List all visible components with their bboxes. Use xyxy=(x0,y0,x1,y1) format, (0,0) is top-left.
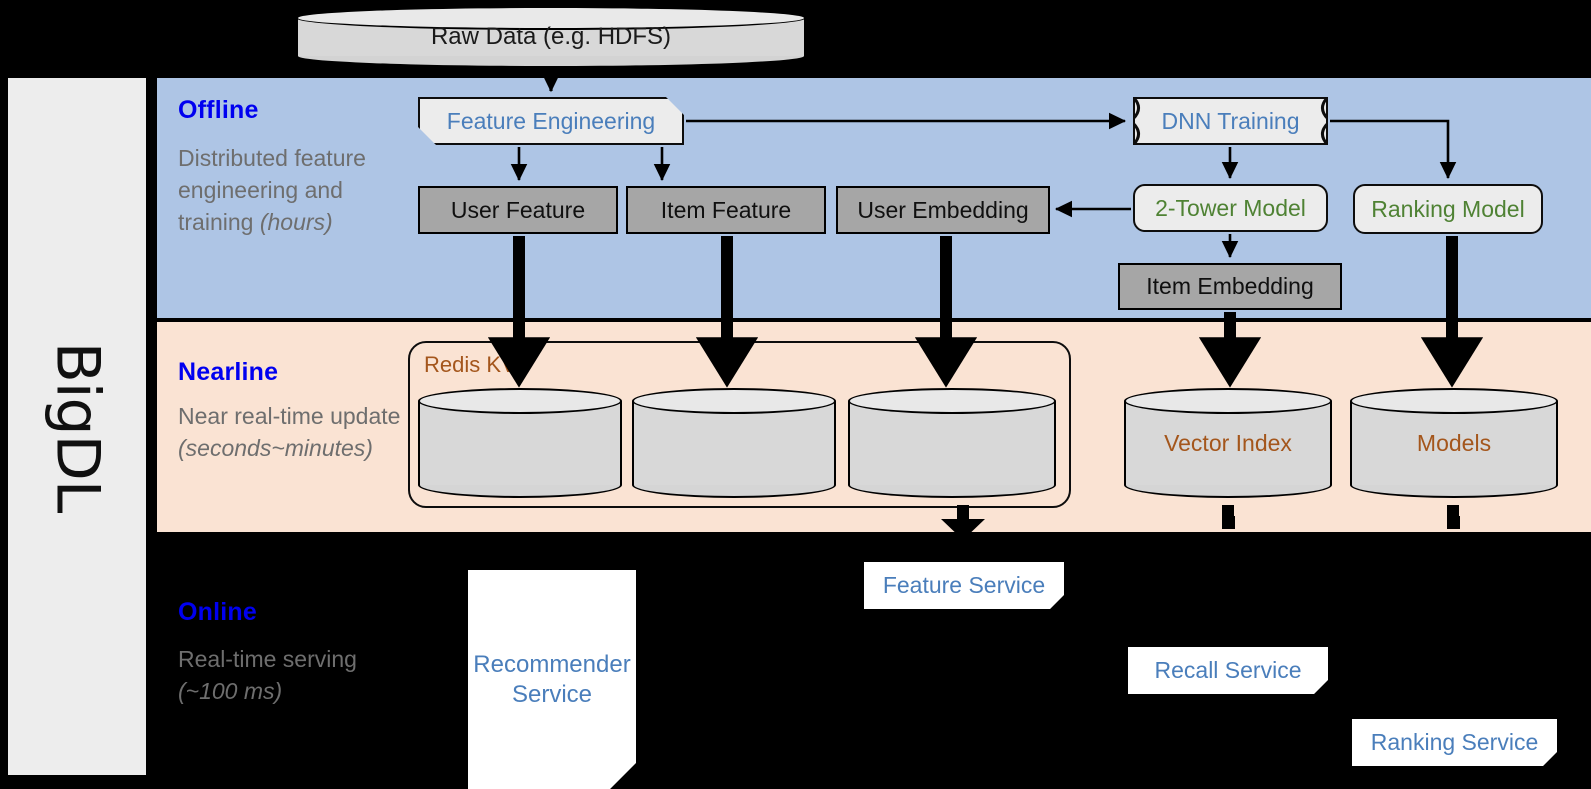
service-recommender-label: Recommender Service xyxy=(473,650,631,708)
raw-data-label-wrap: Raw Data (e.g. HDFS) xyxy=(296,18,806,56)
section-title-offline: Offline xyxy=(178,96,259,124)
cylinder-top xyxy=(848,388,1056,414)
store-label-wrap xyxy=(418,401,622,485)
cylinder-top xyxy=(1124,388,1332,414)
redis-kv-label: Redis KV xyxy=(424,352,516,377)
section-subtitle-online-italic: (~100 ms) xyxy=(178,678,283,704)
node-dnn-training[interactable]: DNN Training xyxy=(1133,97,1328,145)
section-title-nearline: Nearline xyxy=(178,358,279,386)
bigdl-rail: BigDL xyxy=(8,78,146,775)
cylinder-top xyxy=(632,388,836,414)
service-recall-label: Recall Service xyxy=(1154,657,1302,683)
section-subtitle-offline: Distributed feature engineering and trai… xyxy=(178,142,378,238)
service-ranking[interactable]: Ranking Service xyxy=(1352,719,1557,766)
service-feature-label: Feature Service xyxy=(882,572,1046,598)
store-label-wrap: Models xyxy=(1350,401,1558,485)
node-user-feature-label: User Feature xyxy=(450,196,586,223)
store-vector-index-cylinder[interactable]: Vector Index xyxy=(1124,388,1332,498)
cylinder-body xyxy=(1124,401,1332,485)
cylinder-top xyxy=(296,6,806,30)
node-user-feature[interactable]: User Feature xyxy=(418,186,618,234)
section-title-online: Online xyxy=(178,598,257,626)
store-item-feature-cylinder[interactable] xyxy=(632,388,836,498)
node-user-embedding[interactable]: User Embedding xyxy=(836,186,1050,234)
service-ranking-label: Ranking Service xyxy=(1370,729,1539,755)
store-models-cylinder[interactable]: Models xyxy=(1350,388,1558,498)
cylinder-body xyxy=(632,401,836,485)
cylinder-body xyxy=(418,401,622,485)
store-label-wrap xyxy=(848,401,1056,485)
node-item-feature-label: Item Feature xyxy=(660,196,792,223)
node-dnn-training-label: DNN Training xyxy=(1161,107,1300,134)
section-subtitle-offline-text: Distributed feature engineering and trai… xyxy=(178,145,366,235)
section-subtitle-nearline-text: Near real-time update xyxy=(178,403,401,429)
section-subtitle-nearline: Near real-time update (seconds~minutes) xyxy=(178,400,408,464)
node-item-embedding-label: Item Embedding xyxy=(1146,273,1314,299)
section-subtitle-offline-italic: (hours) xyxy=(259,209,333,235)
bigdl-label: BigDL xyxy=(42,341,113,512)
node-ranking-model[interactable]: Ranking Model xyxy=(1353,184,1543,234)
cylinder-body xyxy=(1350,401,1558,485)
store-label-wrap xyxy=(632,401,836,485)
node-ranking-model-label: Ranking Model xyxy=(1371,195,1525,222)
store-models-label: Models xyxy=(1416,429,1492,456)
cylinder-body xyxy=(848,401,1056,485)
node-item-feature[interactable]: Item Feature xyxy=(626,186,826,234)
section-subtitle-nearline-italic: (seconds~minutes) xyxy=(178,435,373,461)
node-feature-engineering-label: Feature Engineering xyxy=(446,107,656,134)
node-two-tower-model-label: 2-Tower Model xyxy=(1155,194,1306,221)
store-label-wrap: Vector Index xyxy=(1124,401,1332,485)
store-vector-index-label: Vector Index xyxy=(1164,429,1292,456)
raw-data-cylinder: Raw Data (e.g. HDFS) xyxy=(296,6,806,68)
store-user-feature-cylinder[interactable] xyxy=(418,388,622,498)
node-item-embedding[interactable]: Item Embedding xyxy=(1118,263,1342,310)
cylinder-top xyxy=(1350,388,1558,414)
section-subtitle-online-text: Real-time serving xyxy=(178,646,357,672)
section-subtitle-online: Real-time serving (~100 ms) xyxy=(178,643,388,707)
node-feature-engineering[interactable]: Feature Engineering xyxy=(418,97,684,145)
raw-data-label: Raw Data (e.g. HDFS) xyxy=(430,23,672,50)
service-recommender[interactable]: Recommender Service xyxy=(468,570,636,789)
cylinder-top xyxy=(418,388,622,414)
node-user-embedding-label: User Embedding xyxy=(857,196,1029,223)
service-feature[interactable]: Feature Service xyxy=(864,562,1064,609)
node-two-tower-model[interactable]: 2-Tower Model xyxy=(1133,184,1328,232)
store-user-embedding-cylinder[interactable] xyxy=(848,388,1056,498)
service-recall[interactable]: Recall Service xyxy=(1128,647,1328,694)
